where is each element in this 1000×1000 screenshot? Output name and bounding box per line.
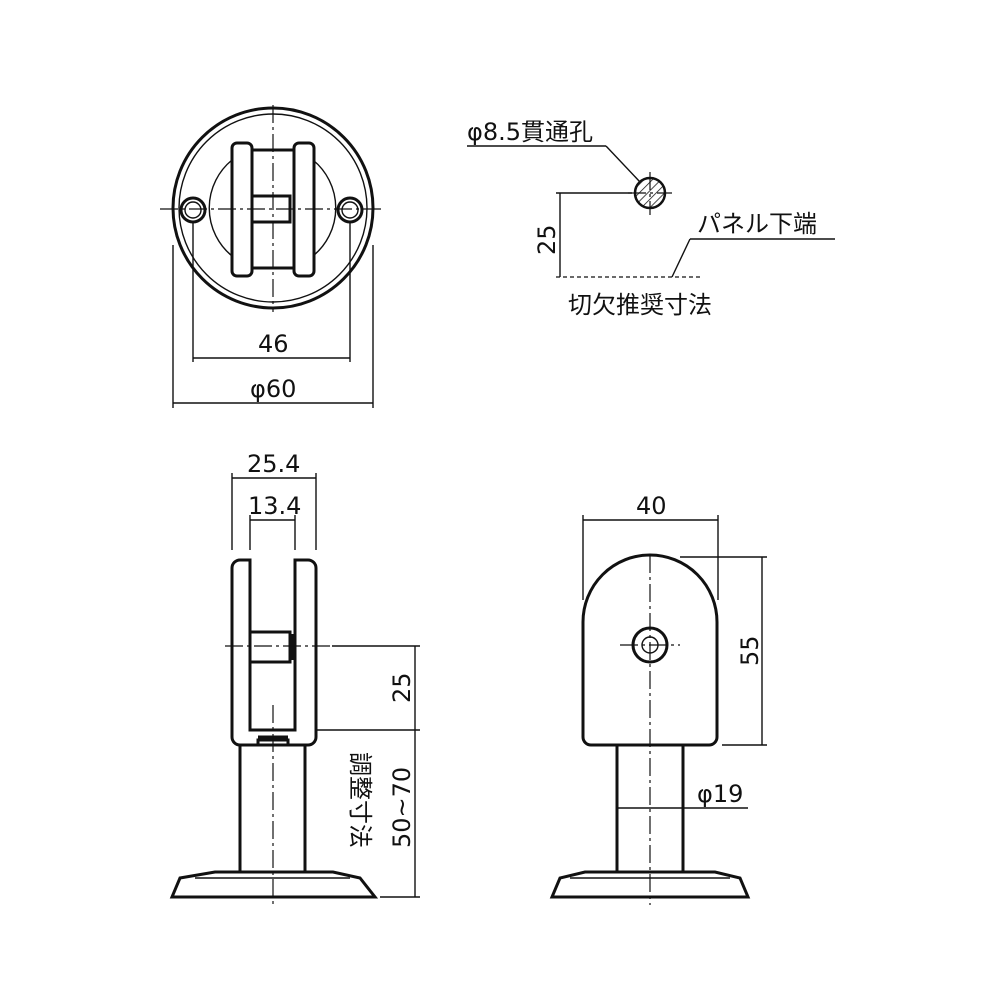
dim-width: 40 [636, 492, 667, 520]
cutout-diagram: φ8.5貫通孔 25 パネル下端 切欠推奨寸法 [467, 118, 835, 319]
top-view: 46 φ60 [160, 105, 385, 408]
dim-pin-height: 25 [388, 672, 416, 703]
dim-slot-width: 13.4 [248, 492, 301, 520]
adjust-label: 調整寸法 [346, 752, 374, 848]
dim-height: 55 [736, 635, 764, 666]
dim-cutout-height: 25 [533, 224, 561, 255]
hole-label: φ8.5貫通孔 [467, 118, 593, 146]
cutout-caption: 切欠推奨寸法 [568, 291, 712, 319]
dim-pole: φ19 [697, 780, 743, 808]
dim-outer-width: 25.4 [247, 450, 300, 478]
side-view: 25.4 13.4 25 調整寸法 50~70 [169, 450, 420, 905]
panel-edge-label: パネル下端 [697, 210, 817, 238]
dim-hole-pitch: 46 [258, 330, 289, 358]
dim-diameter: φ60 [250, 375, 296, 403]
front-view: 40 55 φ19 [549, 492, 767, 905]
adjust-range: 50~70 [388, 767, 416, 848]
